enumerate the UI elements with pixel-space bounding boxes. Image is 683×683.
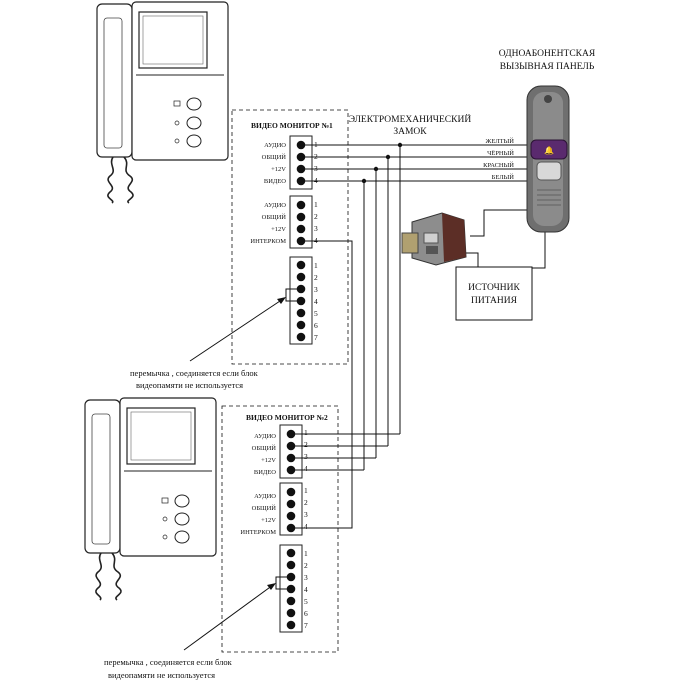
m2-b1-pin-2: 2 (304, 440, 308, 449)
m2-b2-pin-4: 4 (304, 522, 308, 531)
lock-title-line-1: ЭЛЕКТРОМЕХАНИЧЕСКИЙ (349, 113, 472, 125)
m2-b1-pin-1: 1 (304, 428, 308, 437)
m2-b1-common: ОБЩИЙ (252, 444, 277, 452)
m2-b1-pin-4: 4 (304, 464, 308, 473)
m1-b2-audio: АУДИО (264, 202, 286, 209)
m1-b1-12v: +12V (271, 166, 286, 173)
m1-b2-common: ОБЩИЙ (262, 213, 287, 221)
m1-note-line-2: видеопамяти не используется (136, 380, 243, 390)
monitor-1-device (96, 1, 229, 204)
m2-b3-pin-3: 3 (304, 573, 308, 582)
m2-b3-pin-1: 1 (304, 549, 308, 558)
monitor-2-device (84, 397, 217, 601)
monitor-2-note: перемычка , соединяется если блок видеоп… (104, 583, 276, 680)
monitor-1-handset-cord (107, 156, 134, 204)
monitor-1-note: перемычка , соединяется если блок видеоп… (130, 297, 286, 390)
power-source-box (455, 266, 533, 321)
monitor-2-title: ВИДЕО МОНИТОР №2 (246, 413, 328, 422)
bell-icon: 🔔 (544, 146, 554, 155)
m1-b1-audio: АУДИО (264, 142, 286, 149)
call-panel: 🔔 (526, 85, 570, 233)
m2-b3-pin-5: 5 (304, 597, 308, 606)
m1-b2-pin-3: 3 (314, 224, 318, 233)
m2-b3-pin-2: 2 (304, 561, 308, 570)
m1-b3-pin-6: 6 (314, 321, 318, 330)
m1-b1-common: ОБЩИЙ (262, 153, 287, 161)
panel-title-line-1: ОДНОАБОНЕНТСКАЯ (499, 49, 596, 59)
m1-block1: АУДИО ОБЩИЙ +12V ВИДЕО 1 2 3 4 (262, 135, 318, 190)
panel-title-line-2: ВЫЗЫВНАЯ ПАНЕЛЬ (500, 62, 595, 72)
m2-b1-pin-3: 3 (304, 452, 308, 461)
wires (295, 142, 546, 529)
m2-b2-audio: АУДИО (254, 493, 276, 500)
m1-b2-intercom: ИНТЕРКОМ (250, 238, 286, 245)
monitor-1-title: ВИДЕО МОНИТОР №1 (251, 121, 333, 130)
m2-b2-pin-3: 3 (304, 510, 308, 519)
m2-block2: АУДИО ОБЩИЙ +12V ИНТЕРКОМ 1 2 3 4 (240, 482, 308, 536)
m2-b2-pin-2: 2 (304, 498, 308, 507)
m1-block2: АУДИО ОБЩИЙ +12V ИНТЕРКОМ 1 2 3 4 (250, 195, 318, 249)
wire-white-label: БЕЛЫЙ (492, 173, 515, 181)
m2-block3: 1 2 3 4 5 6 7 (275, 544, 308, 633)
m1-b2-pin-1: 1 (314, 200, 318, 209)
m1-b1-video: ВИДЕО (264, 178, 286, 185)
m2-note-line-1: перемычка , соединяется если блок (104, 657, 233, 667)
m2-b1-12v: +12V (261, 457, 276, 464)
electromechanical-lock-image (401, 212, 467, 266)
lock-title-line-2: ЗАМОК (393, 127, 427, 137)
m2-b3-pin-7: 7 (304, 621, 308, 630)
wire-red-label: КРАСНЫЙ (483, 161, 514, 169)
monitor-1-box (231, 109, 349, 365)
m1-b3-pin-5: 5 (314, 309, 318, 318)
m1-block3: 1 2 3 4 5 6 7 (285, 256, 318, 345)
m2-b3-pin-4: 4 (304, 585, 308, 594)
power-title-line-2: ПИТАНИЯ (471, 296, 518, 306)
monitor-2-box (221, 405, 339, 653)
monitor-2-handset-cord (95, 552, 122, 601)
wire-black-label: ЧЁРНЫЙ (487, 149, 514, 157)
wire-yellow-label: ЖЕЛТЫЙ (486, 137, 515, 145)
m1-b2-12v: +12V (271, 226, 286, 233)
m2-b1-video: ВИДЕО (254, 469, 276, 476)
monitor-2-buttons (161, 494, 190, 544)
m2-b2-pin-1: 1 (304, 486, 308, 495)
m1-b2-pin-2: 2 (314, 212, 318, 221)
m1-b3-pin-7: 7 (314, 333, 318, 342)
m1-jumper (285, 288, 297, 302)
m1-b3-pin-3: 3 (314, 285, 318, 294)
m2-note-line-2: видеопамяти не используется (108, 670, 215, 680)
m2-block1: АУДИО ОБЩИЙ +12V ВИДЕО 1 2 3 4 (252, 424, 308, 479)
m2-b2-common: ОБЩИЙ (252, 504, 277, 512)
m2-b2-12v: +12V (261, 517, 276, 524)
m1-b3-pin-1: 1 (314, 261, 318, 270)
m1-b3-pin-2: 2 (314, 273, 318, 282)
m2-b3-pin-6: 6 (304, 609, 308, 618)
power-title-line-1: ИСТОЧНИК (468, 283, 520, 293)
m2-b1-audio: АУДИО (254, 433, 276, 440)
m1-note-line-1: перемычка , соединяется если блок (130, 368, 259, 378)
m1-b3-pin-4: 4 (314, 297, 318, 306)
monitor-1-buttons (173, 97, 202, 148)
m2-b2-intercom: ИНТЕРКОМ (240, 529, 276, 536)
